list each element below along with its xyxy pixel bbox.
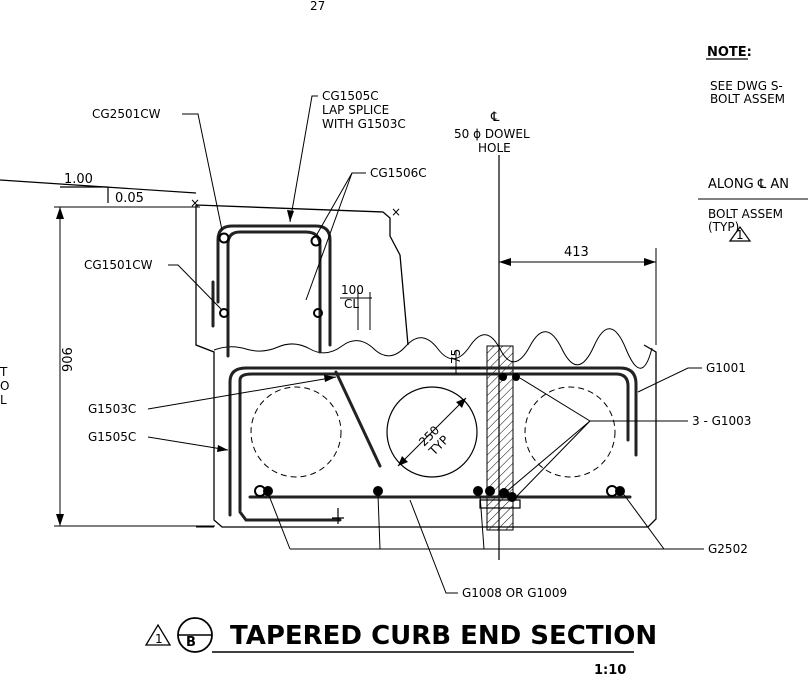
callout-cg2501cw: CG2501CW [92, 107, 161, 121]
note-rev-number: 1 [736, 228, 744, 242]
callout-g2502: G2502 [708, 542, 748, 556]
callout-cg1505c-1: CG1505C [322, 89, 379, 103]
callouts: CG2501CW CG1505C LAP SPLICE WITH G1503C … [84, 89, 751, 600]
dim-413-label: 413 [564, 245, 589, 260]
centerline-line-1: 50 ϕ DOWEL [454, 127, 530, 141]
note-line-5: (TYP) [708, 220, 739, 234]
centerline-label: ℄ 50 ϕ DOWEL HOLE [454, 110, 530, 155]
title-block: 1 B TAPERED CURB END SECTION 1:10 [144, 617, 657, 678]
dim-906-label: 906 [61, 347, 76, 372]
slope-indicator: 1.00 0.05 [0, 172, 197, 206]
note-heading: NOTE: [707, 45, 752, 60]
title-rev-number: 1 [155, 632, 163, 646]
revision-triangle-icon [728, 225, 752, 242]
dimension-413: 413 [499, 245, 657, 345]
svg-text:×: × [391, 205, 401, 219]
slope-rise: 0.05 [115, 191, 144, 206]
callout-cg1501cw: CG1501CW [84, 258, 153, 272]
callout-cg1506c: CG1506C [370, 166, 427, 180]
section-title: TAPERED CURB END SECTION [230, 621, 657, 651]
left-edge-text-3: L [0, 393, 7, 407]
section-scale: 1:10 [594, 663, 626, 678]
dim-75-label: 75 [449, 349, 463, 364]
callout-g1503c: G1503C [88, 402, 136, 416]
slope-run: 1.00 [64, 172, 93, 187]
note-line-3: ALONG ℄ AN [708, 177, 789, 192]
section-letter: B [186, 635, 196, 650]
rebar-group [211, 224, 638, 524]
left-edge-text-2: O [0, 379, 9, 393]
note-line-4: BOLT ASSEM [708, 207, 783, 221]
dimension-100-cl: 100 CL [340, 283, 372, 330]
callout-g1008: G1008 OR G1009 [462, 586, 567, 600]
callout-g1001: G1001 [706, 361, 746, 375]
svg-text:×: × [190, 196, 200, 210]
callout-cg1505c-3: WITH G1503C [322, 117, 406, 131]
dimension-75: 75 [449, 349, 480, 374]
dim-cl-label: CL [344, 297, 359, 311]
void-circles: 250 TYP [250, 386, 616, 478]
centerline-line-2: HOLE [478, 141, 511, 155]
note-line-2: BOLT ASSEM [710, 92, 785, 106]
page-number: 27 [310, 0, 325, 13]
dimension-906: 906 [54, 206, 215, 527]
dim-100-label: 100 [341, 283, 364, 297]
centerline-symbol: ℄ [490, 110, 500, 125]
callout-g1505c: G1505C [88, 430, 136, 444]
callout-cg1505c-2: LAP SPLICE [322, 103, 389, 117]
note-line-1: SEE DWG S- [710, 79, 783, 93]
concrete-outline: × × [190, 196, 657, 528]
note-block: NOTE: SEE DWG S- BOLT ASSEM ALONG ℄ AN B… [698, 45, 808, 242]
callout-g1003: 3 - G1003 [692, 414, 751, 428]
title-revision-triangle-icon [144, 623, 172, 646]
left-edge-text-1: T [0, 365, 8, 379]
